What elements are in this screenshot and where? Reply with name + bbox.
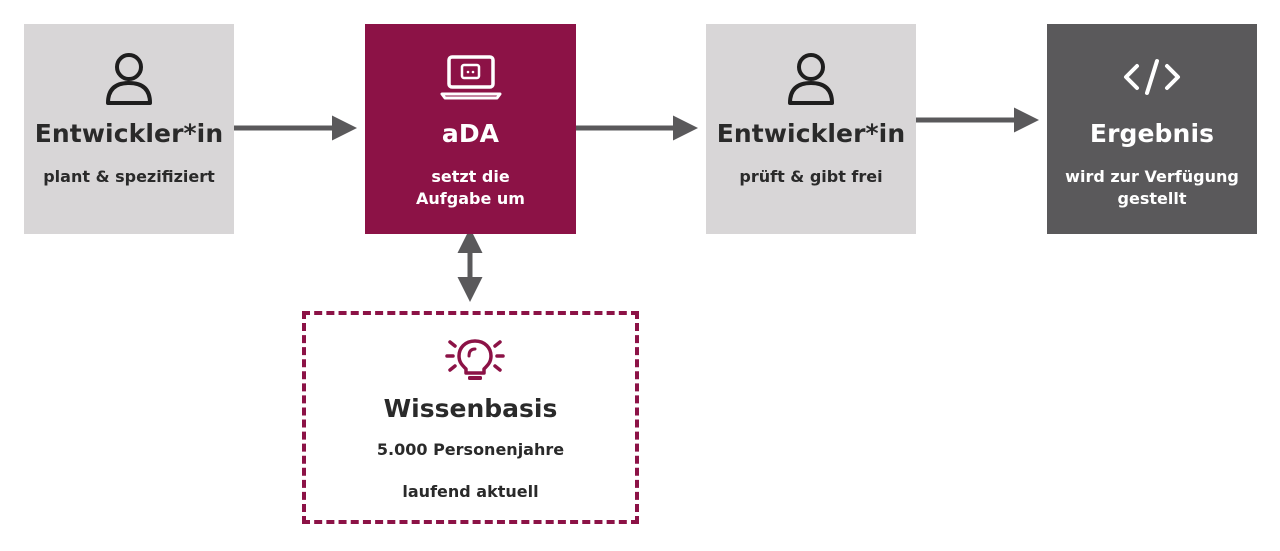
knowledge-base-line-2: laufend aktuell: [402, 482, 539, 501]
code-icon: [1124, 59, 1180, 95]
step-result: Ergebnis wird zur Verfügung gestellt: [1047, 24, 1257, 234]
step-subtitle-line-1: wird zur Verfügung: [1065, 167, 1239, 186]
step-subtitle-line-2: Aufgabe um: [416, 189, 525, 208]
step-ada: aDA setzt die Aufgabe um: [365, 24, 576, 234]
lightbulb-icon: [445, 339, 505, 380]
person-icon: [106, 53, 152, 105]
step-developer-review: Entwickler*in prüft & gibt frei: [706, 24, 916, 234]
knowledge-base-box: Wissenbasis 5.000 Personenjahre laufend …: [302, 311, 639, 524]
step-title: Ergebnis: [1089, 119, 1215, 148]
step-developer-plan: Entwickler*in plant & spezifiziert: [24, 24, 234, 234]
step-title: aDA: [441, 119, 500, 148]
knowledge-base-title: Wissenbasis: [383, 394, 558, 423]
step-subtitle-line-1: setzt die: [431, 167, 510, 186]
step-subtitle-line-2: gestellt: [1117, 189, 1187, 208]
step-title: Entwickler*in: [34, 119, 224, 148]
knowledge-base-line-1: 5.000 Personenjahre: [376, 440, 565, 459]
step-subtitle: prüft & gibt frei: [739, 167, 883, 186]
step-subtitle: plant & spezifiziert: [43, 167, 215, 186]
laptop-icon: [440, 55, 501, 100]
person-icon: [788, 53, 834, 105]
step-title: Entwickler*in: [716, 119, 906, 148]
